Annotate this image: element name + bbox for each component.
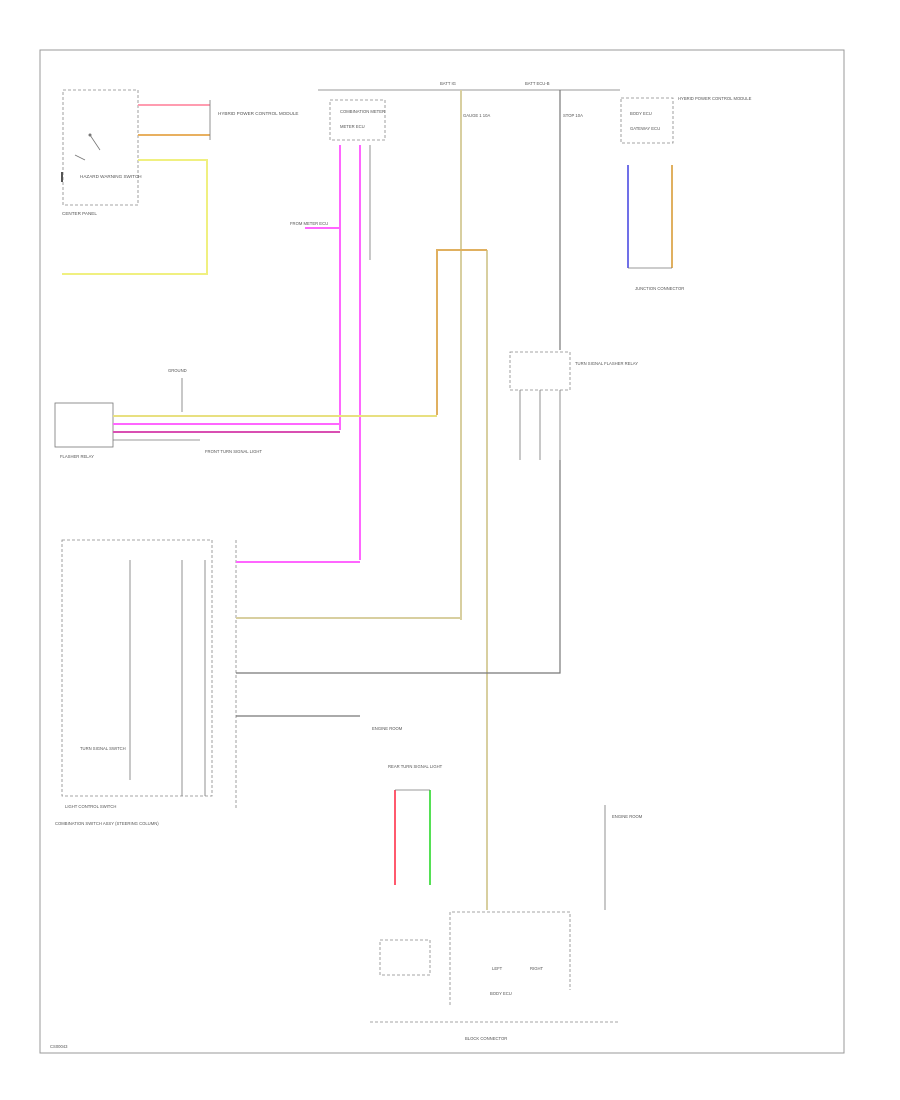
wire-orange-junction [436,249,487,415]
flasher-relay-label: FLASHER RELAY [60,454,94,459]
junction-connector-label: JUNCTION CONNECTOR [635,286,684,291]
fuse-label-2: STOP 10A [563,113,583,118]
rear-turn-label: REAR TURN SIGNAL LIGHT [388,764,443,769]
steering-column-label: COMBINATION SWITCH ASSY (STEERING COLUMN… [55,821,159,826]
light-switch-label: LIGHT CONTROL SWITCH [65,804,116,809]
top-label-left: BATT IG [440,81,456,86]
wire-gray-lower [236,460,561,674]
meter-sub-label: METER ECU [340,124,365,129]
from-meter-label: FROM METER ECU [290,221,328,226]
combination-switch-component: TURN SIGNAL SWITCH LIGHT CONTROL SWITCH … [55,539,237,826]
top-label-right: BATT ECU-B [525,81,550,86]
right-module-label: HYBRID POWER CONTROL MODULE [678,96,752,101]
turn-sensor-label: TURN SIGNAL FLASHER RELAY [575,361,638,366]
engine-room-label: ENGINE ROOM [372,726,403,731]
lamp-left-label: LEFT [492,966,503,971]
front-turn-label: FRONT TURN SIGNAL LIGHT [205,449,262,454]
lamp-right-label: RIGHT [530,966,543,971]
turn-switch-label: TURN SIGNAL SWITCH [80,746,126,751]
bottom-block-component: LEFT RIGHT BODY ECU BLOCK CONNECTOR [370,911,620,1041]
diagram-frame [39,49,845,1054]
hybrid-control-label: HYBRID POWER CONTROL MODULE [218,111,298,116]
hazard-switch-component: HAZARD WARNING SWITCH CENTER PANEL [61,89,142,216]
wire-yellow-left [62,159,208,275]
body-ecu-label: BODY ECU [630,111,652,116]
block-connector-label: BLOCK CONNECTOR [465,1036,507,1041]
center-panel-label: CENTER PANEL [62,211,97,216]
flasher-relay-component: TURN SIGNAL FLASHER RELAY [509,351,638,460]
rear-turn-light-component: REAR TURN SIGNAL LIGHT [388,764,443,885]
meter-label: COMBINATION METER [340,109,385,114]
engine-room-label-2: ENGINE ROOM [612,814,643,819]
ground-label: GROUND [168,368,187,373]
left-middle-module: FLASHER RELAY GROUND [54,368,187,459]
right-module-component: BODY ECU GATEWAY ECU HYBRID POWER CONTRO… [620,96,752,144]
figure-code: CS00043 [50,1044,68,1049]
gateway-label: GATEWAY ECU [630,126,660,131]
hazard-switch-label: HAZARD WARNING SWITCH [80,174,142,179]
block-body-ecu-label: BODY ECU [490,991,512,996]
fuse-label-1: GAUGE 1 10A [463,113,490,118]
combination-meter-component: COMBINATION METER METER ECU [329,99,386,141]
